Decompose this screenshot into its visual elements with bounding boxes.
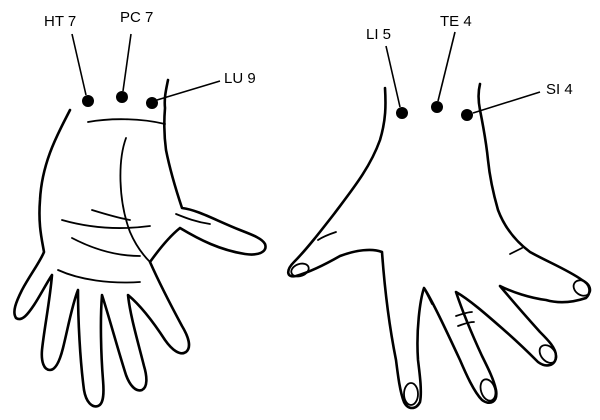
acupoint-si4-label: SI 4 <box>546 81 573 98</box>
acupoint-te4-label: TE 4 <box>440 13 472 30</box>
knuckle-index <box>425 291 433 305</box>
knuckle-middle-1 <box>455 311 473 317</box>
palm-crease-life <box>91 209 131 221</box>
palm-crease-finger-base <box>57 269 141 284</box>
acupoint-pc7-leader <box>122 33 132 92</box>
knuckle-middle-2 <box>457 321 475 327</box>
palm-crease-heart <box>61 219 151 229</box>
acupoint-te4-leader <box>437 31 456 102</box>
acupoint-li5-dot <box>396 107 408 119</box>
acupoint-si4-leader <box>472 91 541 114</box>
nail-index <box>403 382 419 406</box>
acupoint-lu9-label: LU 9 <box>224 70 256 87</box>
palm-crease-wrist <box>87 118 166 125</box>
acupoint-pc7-label: PC 7 <box>120 9 153 26</box>
nail-middle <box>479 378 497 402</box>
acupoint-ht7-label: HT 7 <box>44 13 76 30</box>
nail-ring <box>538 344 558 364</box>
palm-hand: HT 7 PC 7 LU 9 <box>13 9 267 408</box>
nail-thumb <box>290 262 310 278</box>
acupoint-te4-dot <box>431 101 443 113</box>
acupoint-si4-dot <box>461 109 473 121</box>
palm-hand-outline <box>13 78 267 408</box>
palm-crease-thenar <box>119 137 151 263</box>
acupoint-ht7-dot <box>82 95 94 107</box>
acupoint-ht7-leader <box>71 33 87 96</box>
acupoint-li5-label: LI 5 <box>366 26 391 43</box>
acupoint-pc7-dot <box>116 91 128 103</box>
palm-crease-thumb <box>175 213 211 225</box>
acupoint-lu9-dot <box>146 97 158 109</box>
acupoint-li5-leader <box>385 45 401 108</box>
back-hand: LI 5 TE 4 SI 4 <box>286 13 592 410</box>
knuckle-thumb <box>317 231 337 241</box>
palm-crease-head <box>71 237 141 257</box>
knuckle-ring <box>509 247 523 255</box>
nail-little <box>572 279 592 297</box>
acupoint-lu9-leader <box>156 80 221 101</box>
